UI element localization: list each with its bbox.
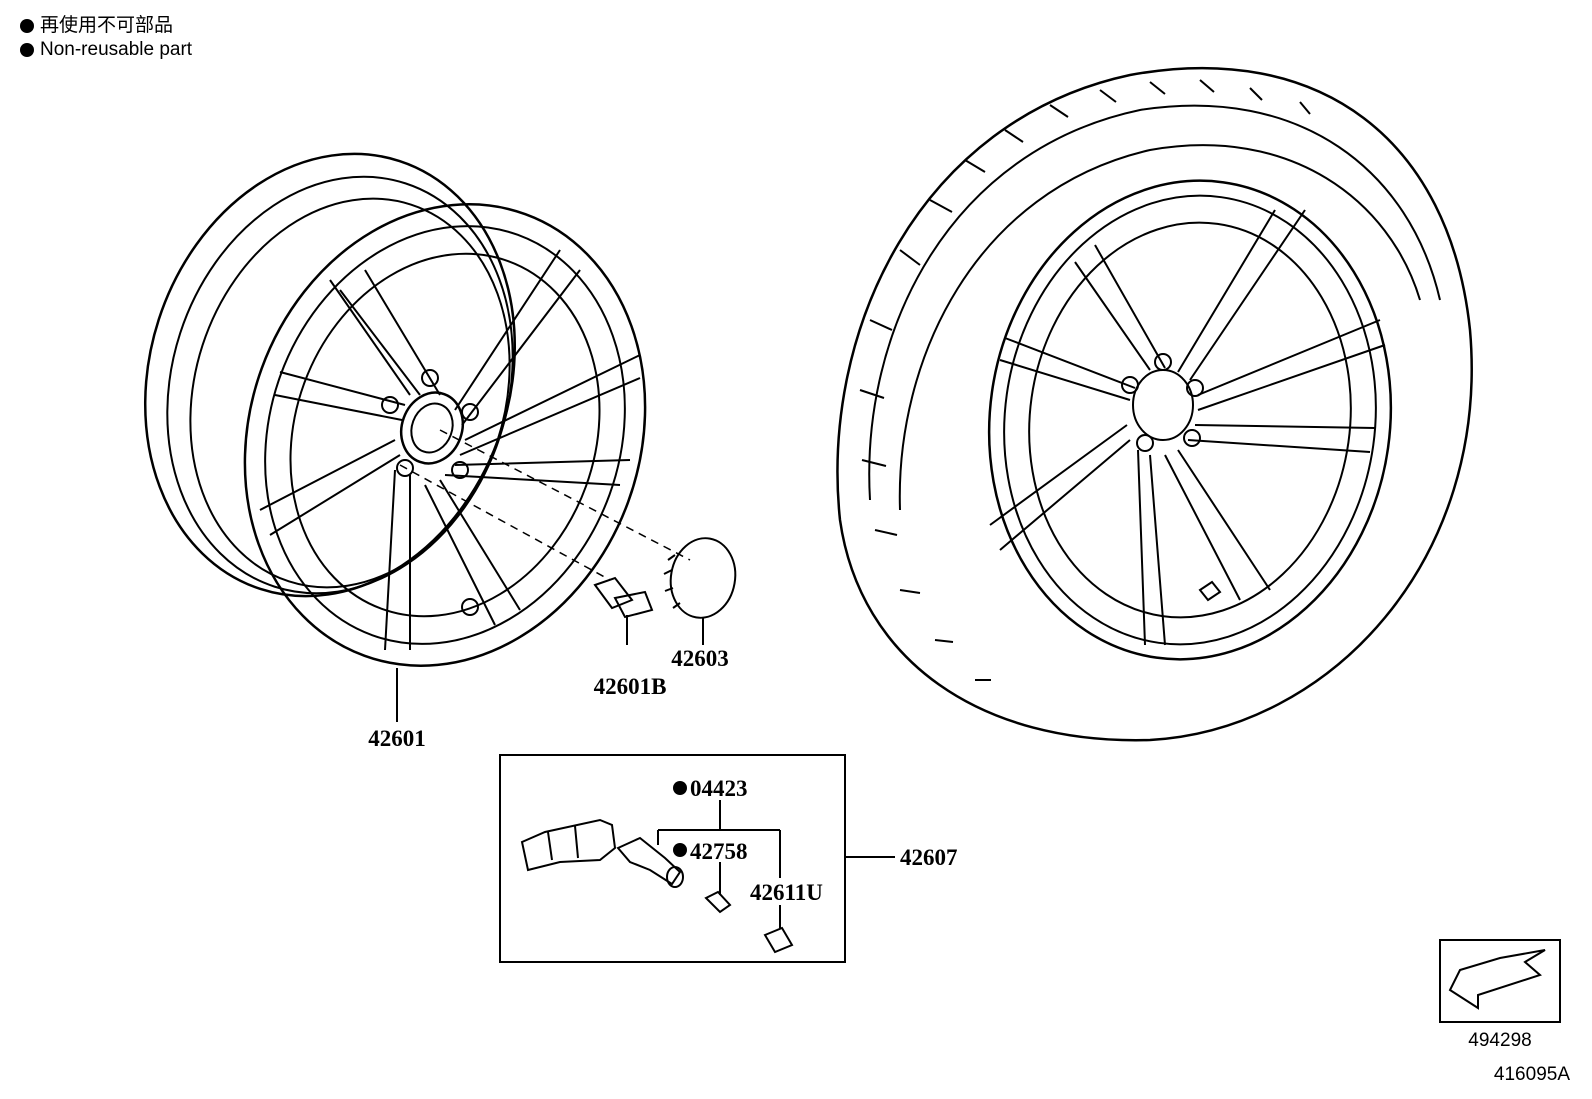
non-reusable-bullet-icon (673, 781, 687, 795)
reference-box-number: 494298 (1468, 1030, 1531, 1051)
center-cap-dashed-line (439, 429, 691, 561)
hub-bolt-drawing[interactable] (593, 576, 654, 645)
figure-number: 416095A (1494, 1064, 1570, 1085)
non-reusable-bullet-icon (20, 19, 34, 33)
tire-and-wheel-drawing[interactable] (836, 66, 1473, 742)
legend-row-english: Non-reusable part (20, 38, 192, 62)
legend-row-japanese: 再使用不可部品 (20, 14, 192, 38)
non-reusable-bullet-icon (673, 843, 687, 857)
legend: 再使用不可部品 Non-reusable part (20, 14, 192, 62)
hub-bolt-dashed-line (399, 464, 611, 581)
legend-text-japanese: 再使用不可部品 (40, 15, 174, 36)
part-number-center-cap[interactable]: 42603 (671, 646, 729, 671)
reference-arrow-icon (1448, 949, 1546, 1010)
non-reusable-bullet-icon (20, 43, 34, 57)
part-number-gasket[interactable]: 04423 (690, 776, 748, 801)
part-number-tpms-kit[interactable]: 42607 (900, 845, 958, 870)
part-number-valve-core[interactable]: 42758 (690, 839, 748, 864)
center-cap-drawing[interactable] (663, 533, 741, 645)
valve-cap-drawing[interactable] (763, 926, 794, 954)
part-number-wheel[interactable]: 42601 (368, 726, 426, 751)
legend-text-english: Non-reusable part (40, 39, 193, 60)
tpms-kit-box (499, 754, 846, 963)
reference-box (1439, 939, 1561, 1023)
part-number-hub-bolt[interactable]: 42601B (594, 674, 667, 699)
wheel-drawing[interactable] (89, 105, 708, 722)
valve-core-drawing[interactable] (704, 890, 732, 914)
part-number-valve-cap[interactable]: 42611U (750, 880, 823, 905)
tpms-sensor-drawing[interactable] (520, 818, 684, 888)
